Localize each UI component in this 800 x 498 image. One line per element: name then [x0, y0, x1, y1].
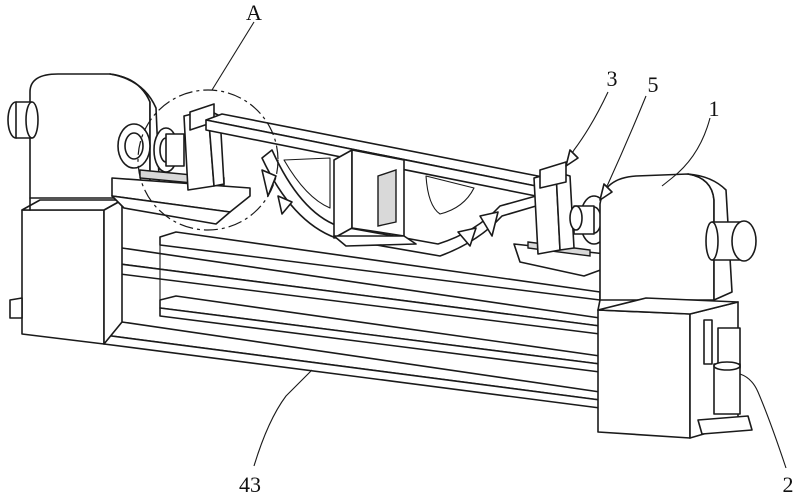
main-frame — [206, 114, 548, 256]
label-part-43: 43 — [239, 472, 261, 497]
label-part-3: 3 — [607, 66, 618, 91]
label-part-1: 1 — [709, 96, 720, 121]
right-tailstock — [598, 174, 756, 438]
label-detail-a: A — [246, 0, 262, 25]
label-part-2: 2 — [783, 472, 794, 497]
label-part-5: 5 — [648, 72, 659, 97]
